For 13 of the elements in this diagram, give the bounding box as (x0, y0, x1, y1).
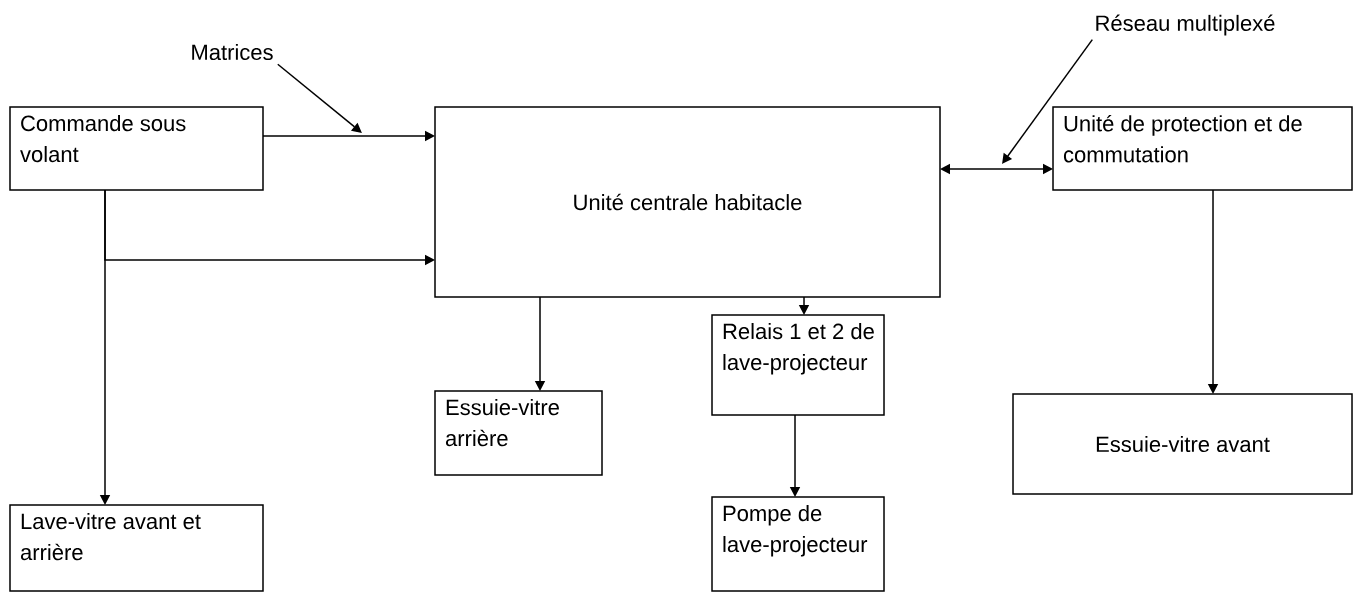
callout-text: Réseau multiplexé (1096, 14, 1275, 36)
callout-text: Matrices (192, 43, 273, 61)
block-box: Essuie-vitre avant (1012, 393, 1353, 495)
block-box: Pompe de lave-projecteur (711, 496, 885, 592)
leader-arrow (1002, 38, 1094, 164)
block-box: Essuie-vitre arrière (434, 390, 603, 476)
leader-arrow (277, 63, 362, 133)
block-box: Unité de protection et de commutation (1052, 106, 1353, 191)
block-box: Unité centrale habitacle (434, 106, 941, 298)
block-box: Relais 1 et 2 de lave-projecteur (711, 314, 885, 416)
block-box: Commande sous volant (9, 106, 264, 191)
arrow (940, 163, 1053, 175)
block-box: Lave-vitre avant et arrière (9, 504, 264, 592)
